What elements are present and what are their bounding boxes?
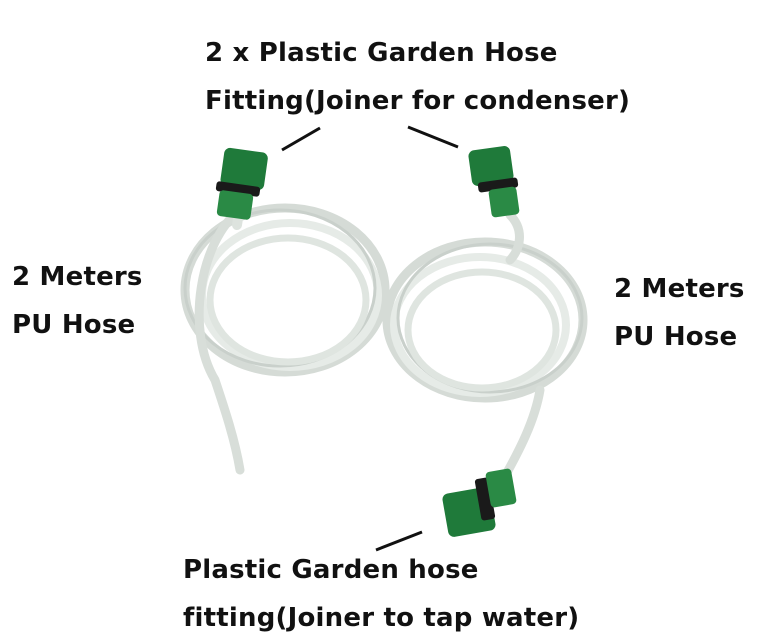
left-label-line2: PU Hose	[12, 310, 136, 340]
left-hose-coil	[180, 200, 390, 475]
top-label-line1: 2 x Plastic Garden Hose	[205, 38, 558, 68]
right-label-line1: 2 Meters	[614, 274, 745, 304]
right-hose-coil	[382, 210, 588, 490]
pointer-lines	[281, 125, 459, 552]
top-fitting-label: 2 x Plastic Garden Hose Fitting(Joiner f…	[205, 29, 630, 125]
left-hose-label: 2 Meters PU Hose	[12, 253, 143, 349]
right-label-line2: PU Hose	[614, 322, 738, 352]
top-label-line2: Fitting(Joiner for condenser)	[205, 86, 631, 116]
fitting-top-right	[468, 146, 520, 218]
left-label-line1: 2 Meters	[12, 262, 143, 292]
right-hose-label: 2 Meters PU Hose	[614, 265, 745, 361]
bottom-label-line2: fitting(Joiner to tap water)	[183, 603, 580, 633]
bottom-fitting-label: Plastic Garden hose fitting(Joiner to ta…	[183, 546, 579, 635]
fitting-top-left	[215, 147, 268, 220]
bottom-label-line1: Plastic Garden hose	[183, 555, 479, 585]
fitting-bottom	[442, 468, 517, 537]
